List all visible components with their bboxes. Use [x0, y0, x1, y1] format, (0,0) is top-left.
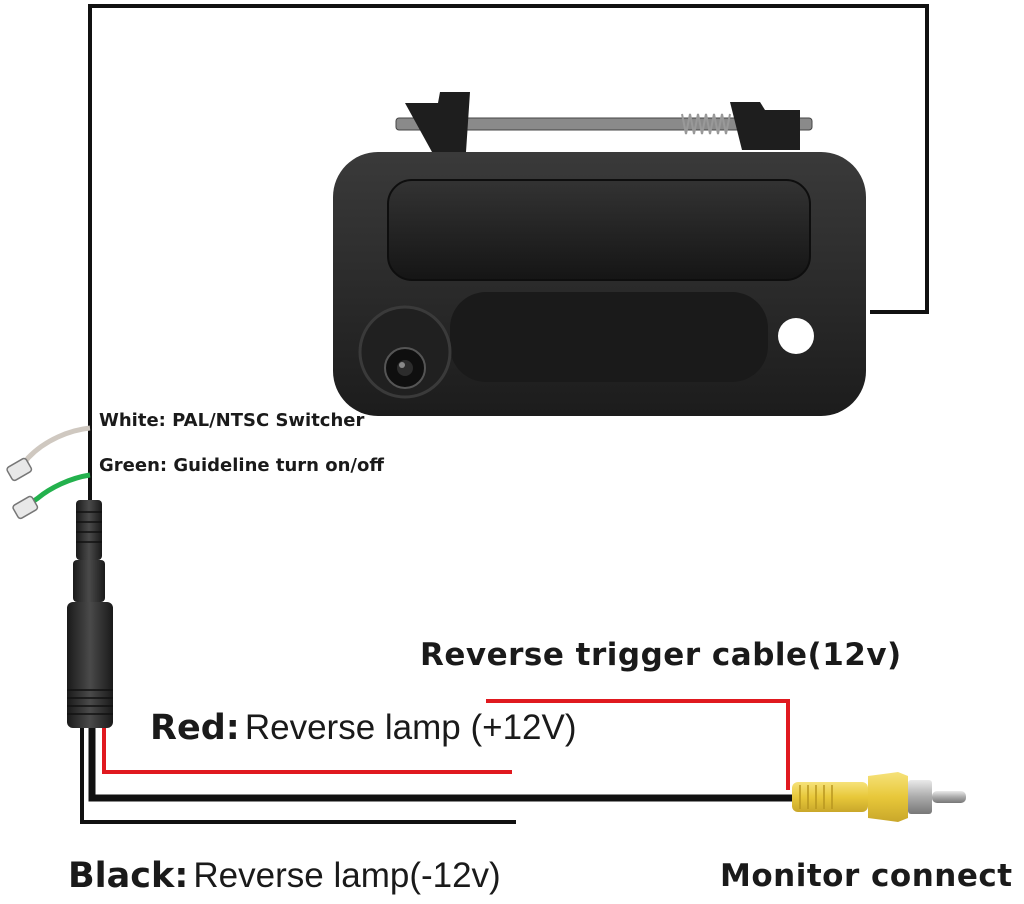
green-wire-label: Green: Guideline turn on/off: [99, 455, 384, 476]
red-key: Red:: [150, 708, 240, 748]
red-wire-label: Red: Reverse lamp (+12V): [150, 708, 577, 748]
black-value: Reverse lamp(-12v): [193, 856, 501, 895]
red-value: Reverse lamp (+12V): [244, 708, 577, 747]
white-value: PAL/NTSC Switcher: [172, 410, 365, 431]
black-wire-lamp: [80, 728, 516, 824]
reverse-trigger-wire: [486, 699, 790, 790]
green-wire: [26, 472, 91, 508]
frame-wire: [88, 4, 929, 500]
white-wire: [17, 425, 91, 472]
wire-terminal-icon: [6, 457, 39, 520]
green-key: Green:: [99, 455, 168, 476]
black-key: Black:: [68, 856, 189, 896]
white-key: White:: [99, 410, 166, 431]
green-value: Guideline turn on/off: [173, 455, 384, 476]
red-wire: [102, 728, 512, 774]
monitor-connect-label: Monitor connect: [720, 858, 1013, 894]
reverse-trigger-label: Reverse trigger cable(12v): [420, 637, 902, 673]
black-wire-video: [88, 728, 798, 802]
waterproof-connector-icon: [67, 500, 113, 728]
black-wire-label: Black: Reverse lamp(-12v): [68, 856, 501, 896]
tailgate-handle-camera-icon: [333, 92, 866, 416]
rca-plug-icon: [792, 772, 966, 822]
white-wire-label: White: PAL/NTSC Switcher: [99, 410, 364, 431]
